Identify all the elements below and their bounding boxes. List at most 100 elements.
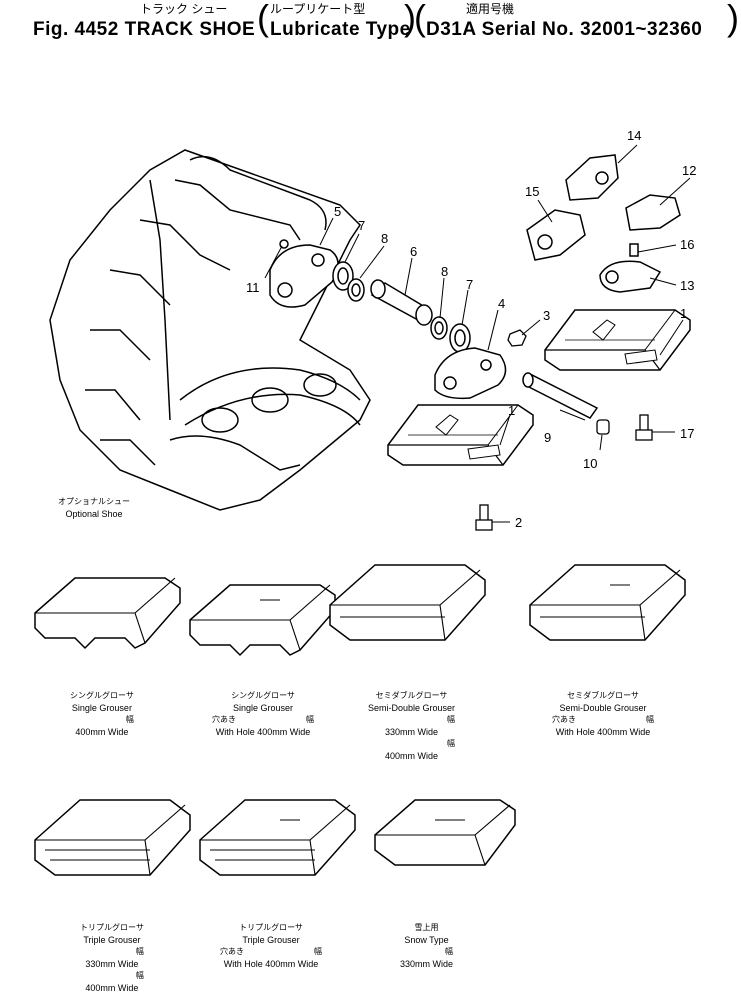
caption-width: 400mm Wide	[75, 727, 129, 737]
callout-5: 5	[334, 204, 341, 219]
caption-width-jp: 幅	[135, 971, 144, 980]
shoe-variant-4	[529, 564, 686, 641]
caption-en: Semi-Double Grouser	[559, 703, 647, 713]
callout-11: 11	[246, 280, 260, 295]
caption-width-jp: 幅	[125, 715, 134, 724]
master-link-parts	[526, 154, 681, 293]
callout-3: 3	[543, 308, 550, 323]
shoe-variant-7	[374, 799, 516, 866]
track-assembly	[49, 149, 371, 511]
caption-variant-7: 雪上用 Snow Type 幅 330mm Wide	[400, 922, 453, 970]
paren-open-1: (	[257, 0, 269, 38]
callout-8b: 8	[441, 264, 448, 279]
caption-variant-1: シングルグローサ Single Grouser 幅 400mm Wide	[70, 690, 134, 738]
caption-variant-6: トリプルグローサ Triple Grouser 穴あき 幅 With Hole 4…	[220, 922, 322, 970]
callout-7a: 7	[358, 218, 365, 233]
bushing	[370, 279, 433, 326]
shoe-variant-2	[189, 584, 336, 657]
shoe-variant-6	[199, 799, 356, 876]
bolt-lower	[475, 504, 493, 531]
caption-en: Snow Type	[404, 935, 449, 945]
callout-4: 4	[498, 296, 505, 311]
caption-hole-en: With Hole	[215, 727, 255, 737]
caption-hole-jp: 穴あき	[220, 947, 244, 956]
caption-width: 400mm Wide	[257, 727, 311, 737]
spacer	[596, 419, 610, 435]
callout-7b: 7	[466, 277, 473, 292]
bolt-right	[635, 414, 653, 441]
callout-16: 16	[680, 237, 694, 252]
caption-en: Triple Grouser	[83, 935, 141, 945]
caption-hole-en: With Hole	[555, 727, 595, 737]
caption-jp: セミダブルグローサ	[567, 691, 639, 700]
caption-hole-jp: 穴あき	[552, 715, 576, 724]
caption-width: 400mm Wide	[597, 727, 651, 737]
caption-width-jp: 幅	[447, 739, 456, 748]
serial-label: D31A Serial No. 32001~32360	[426, 19, 703, 40]
caption-variant-4: セミダブルグローサ Semi-Double Grouser 穴あき 幅 With …	[552, 690, 654, 738]
pin	[522, 372, 599, 419]
callout-13: 13	[680, 278, 694, 293]
callout-8a: 8	[381, 231, 388, 246]
title-jp-track-shoe: トラック シュー	[140, 2, 228, 16]
fig-label: Fig. 4452 TRACK SHOE	[33, 19, 256, 40]
shoe-variant-3	[329, 564, 486, 641]
caption-variant-3: セミダブルグローサ Semi-Double Grouser 幅 330mm Wi…	[368, 690, 455, 762]
title-jp-applicable: 適用号機	[466, 2, 515, 16]
link-left	[269, 239, 339, 308]
link-right	[434, 347, 507, 400]
shoe-variant-1	[34, 577, 181, 650]
callout-15: 15	[525, 184, 539, 199]
caption-width-jp: 幅	[135, 947, 144, 956]
type-label: Lubricate Type	[270, 19, 411, 40]
caption-hole-jp: 穴あき	[212, 715, 236, 724]
callout-17: 17	[680, 426, 694, 441]
caption-width-jp: 幅	[445, 947, 454, 956]
nut	[507, 329, 527, 347]
caption-variant-5: トリプルグローサ Triple Grouser 幅 330mm Wide 幅 4…	[80, 922, 144, 994]
callout-1a: 1	[680, 306, 687, 321]
paren-close-1: )	[404, 0, 416, 38]
caption-jp: セミダブルグローサ	[375, 691, 448, 700]
leader-lines	[264, 144, 691, 523]
caption-width-jp: 幅	[447, 715, 456, 724]
seals-right	[430, 316, 471, 353]
callout-2: 2	[515, 515, 522, 530]
caption-width-jp: 幅	[306, 715, 314, 724]
caption-width: 400mm Wide	[265, 959, 319, 969]
paren-open-2: (	[414, 0, 426, 38]
caption-hole-en: With Hole	[223, 959, 263, 969]
callout-9: 9	[544, 430, 551, 445]
caption-en: Single Grouser	[71, 703, 132, 713]
caption-en: Triple Grouser	[242, 935, 300, 945]
shoe-upper	[544, 309, 691, 371]
caption-jp: シングルグローサ	[231, 691, 295, 700]
caption-width: 330mm Wide	[400, 959, 454, 969]
caption-jp: シングルグローサ	[70, 691, 134, 700]
seals-left	[332, 261, 365, 302]
caption-jp: 雪上用	[414, 923, 439, 932]
caption-width: 400mm Wide	[85, 983, 139, 993]
caption-en: Single Grouser	[232, 703, 294, 713]
header: トラック シュー ( ループリケート型 ) ( 適用号機 ) Fig. 4452…	[0, 0, 741, 50]
caption-width-jp: 幅	[314, 947, 322, 956]
optional-shoe-en: Optional Shoe	[65, 509, 123, 519]
caption-en: Semi-Double Grouser	[368, 703, 456, 713]
shoe-lower	[387, 404, 534, 466]
callout-1b: 1	[508, 403, 515, 418]
optional-shoe-jp: オプショナルシュー	[58, 497, 130, 506]
callout-12: 12	[682, 163, 696, 178]
optional-shoe-label: オプショナルシュー Optional Shoe	[58, 496, 130, 520]
caption-width: 400mm Wide	[385, 751, 439, 761]
callout-10: 10	[583, 456, 597, 471]
callout-14: 14	[627, 128, 641, 143]
title-jp-lubricate: ループリケート型	[270, 2, 366, 16]
paren-close-2: )	[727, 0, 739, 38]
callout-6: 6	[410, 244, 417, 259]
shoe-variant-5	[34, 799, 191, 876]
caption-jp: トリプルグローサ	[80, 923, 144, 932]
caption-width-jp: 幅	[646, 715, 654, 724]
caption-jp: トリプルグローサ	[239, 923, 303, 932]
caption-width: 330mm Wide	[385, 727, 439, 737]
